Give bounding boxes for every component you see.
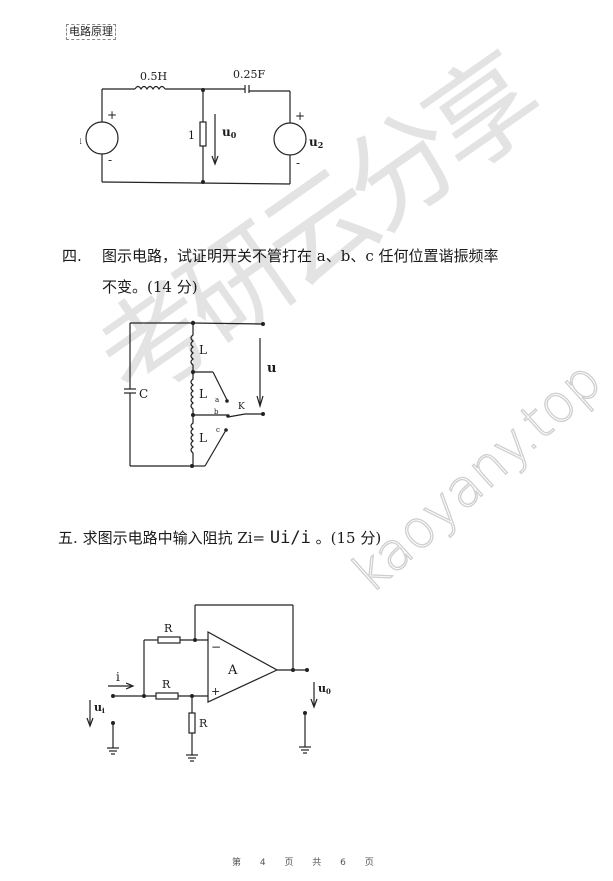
course-tag: 电路原理 [66,24,116,40]
figure-3-circuit: R R R A − + i ui u0 [86,604,331,762]
resistor-label: 1 [188,129,195,142]
switch-label: K [238,402,245,412]
inductor-label-3: L [199,431,207,445]
input-voltage-label: ui [94,701,105,715]
capacitor-label: 0.25F [233,68,265,81]
question-5-prompt: 求图示电路中输入阻抗 Zi= [82,529,270,547]
inductor-label-2: L [199,387,207,401]
inverting-sign: − [211,640,221,654]
question-4-text-line2: 不变。(14 分) [102,278,198,296]
question-4-text-line1: 图示电路，试证明开关不管打在 a、b、c 任何位置谐振频率 [102,247,499,265]
figure-2-circuit: L L L C u K a b c [124,320,276,468]
resistor-label-top: R [164,622,173,635]
inductor-label-1: L [199,343,207,357]
watermark-url: kaoyany.top [339,350,613,606]
plus-sign: + [295,109,305,123]
minus-sign: - [296,156,300,170]
question-5-text: 五. 求图示电路中输入阻抗 Zi= Ui/i 。(15 分) [58,528,381,548]
voltage-label: u [267,361,276,376]
switch-pos-a: a [215,396,219,404]
question-5-points: 。(15 分) [310,529,382,547]
page-footer: 第 4 页 共 6 页 [232,858,382,868]
switch-pos-b: b [214,408,219,416]
capacitor-label: C [139,387,148,401]
question-5-formula: Ui/i [269,528,311,548]
output-voltage-label: u0 [222,125,237,140]
inductor-label: 0.5H [140,70,167,83]
question-5-number: 五. [58,529,78,547]
question-4-number: 四. [62,247,82,265]
source2-label: u2 [309,135,323,150]
amp-label: A [227,663,238,678]
minus-sign: - [108,153,112,167]
resistor-label-shunt: R [199,717,208,730]
figure-1-circuit: 0.5H 0.25F 1 + - + - u1 u2 u0 [80,68,323,185]
source1-label: u1 [80,131,82,146]
resistor-label-bottom: R [162,678,171,691]
plus-sign: + [107,108,117,122]
switch-pos-c: c [216,426,220,434]
output-voltage-label: u0 [318,682,331,696]
current-label: i [116,670,120,684]
noninverting-sign: + [211,685,220,698]
